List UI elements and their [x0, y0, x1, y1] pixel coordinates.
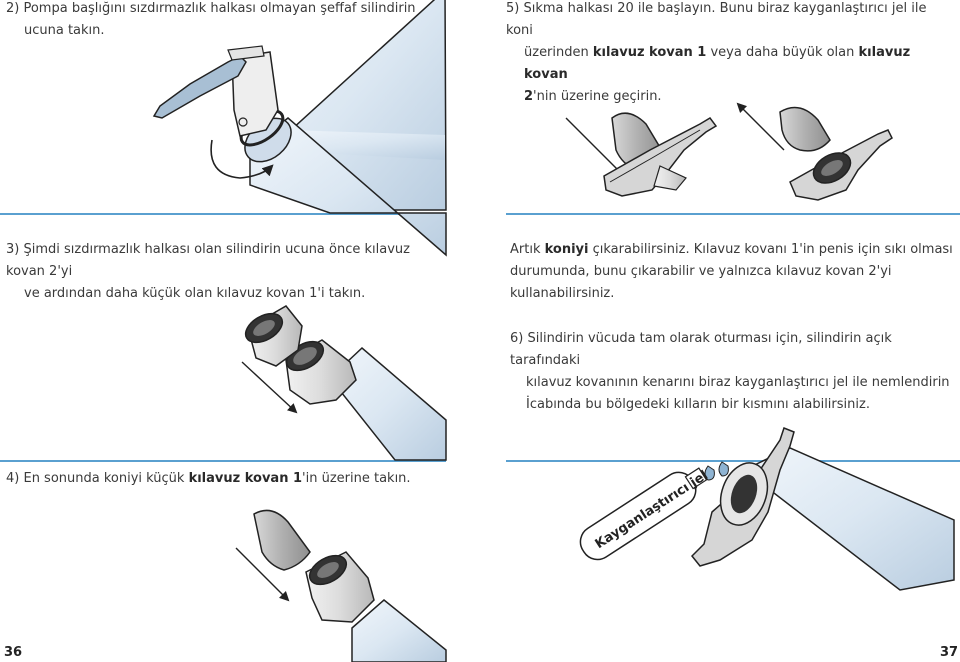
lubricant-illustration: Kayganlaştırıcı jel [579, 427, 955, 591]
remove-pre: Artık [510, 242, 545, 257]
ring-on-cone-illustration [565, 102, 893, 201]
page-number-right: 37 [940, 645, 959, 660]
step5-line3-post: 'nin üzerine geçirin. [533, 89, 662, 104]
sleeves-illustration [241, 305, 447, 461]
step3-line1: 3) Şimdi sızdırmazlık halkası olan silin… [6, 242, 410, 279]
remove-line1: Artık koniyi çıkarabilirsiniz. Kılavuz k… [510, 239, 958, 261]
cone-step4 [253, 509, 311, 571]
gel-drop-2 [718, 461, 729, 477]
step2-line2: ucuna takın. [24, 23, 105, 38]
remove-cone-text: Artık koniyi çıkarabilirsiniz. Kılavuz k… [510, 239, 958, 305]
step5-line2-bold1: kılavuz kovan 1 [592, 45, 707, 60]
insert-arrow-step4 [235, 547, 290, 602]
step5-text: 5) Sıkma halkası 20 ile başlayın. Bunu b… [506, 0, 956, 108]
step5-line2: üzerinden kılavuz kovan 1 veya daha büyü… [506, 42, 956, 86]
cylinder-body-step4 [351, 599, 447, 662]
step6-line1: 6) Silindirin vücuda tam olarak oturması… [510, 331, 892, 368]
cylinder-body-step3 [328, 346, 447, 461]
step5-line3: 2'nin üzerine geçirin. [506, 86, 956, 108]
page-number-left: 36 [4, 645, 23, 660]
insert-arrow-step3 [241, 361, 298, 414]
step4-post: 'in üzerine takın. [302, 471, 411, 486]
step4-text: 4) En sonunda koniyi küçük kılavuz kovan… [6, 468, 446, 490]
divider-right-2 [506, 460, 960, 462]
arrow-up-left [736, 102, 785, 151]
divider-right-1 [506, 213, 960, 215]
divider-left-1 [0, 213, 446, 215]
cone-step5-right [779, 106, 831, 152]
step6-line3: İcabında bu bölgedeki kılların bir kısmı… [526, 397, 870, 412]
remove-bold: koniyi [544, 242, 589, 257]
cone-illustration [235, 509, 447, 662]
step2-line1: 2) Pompa başlığını sızdırmazlık halkası … [6, 1, 416, 16]
pump-head-body [231, 51, 279, 137]
gel-drop-1 [704, 465, 715, 481]
remove-line2: durumunda, bunu çıkarabilir ve yalnızca … [510, 264, 892, 301]
step5-line3-bold: 2 [524, 89, 534, 104]
step2-text: 2) Pompa başlığını sızdırmazlık halkası … [6, 0, 446, 42]
gel-tube-tip [684, 467, 708, 490]
gel-tube-label: Kayganlaştırıcı jel [593, 468, 711, 552]
step3-line2: ve ardından daha küçük olan kılavuz kova… [24, 286, 366, 301]
step5-line2-bold2: kılavuz kovan [524, 45, 911, 82]
step5-line2-mid: veya daha büyük olan [706, 45, 859, 60]
pump-head-illustration [152, 0, 447, 257]
step6-line2: kılavuz kovanının kenarını biraz kayganl… [526, 375, 950, 390]
step6-text: 6) Silindirin vücuda tam olarak oturması… [510, 328, 958, 416]
rotate-arrow [210, 139, 274, 179]
step5-line2-pre: üzerinden [524, 45, 593, 60]
divider-left-2 [0, 460, 446, 462]
step4-pre: 4) En sonunda koniyi küçük [6, 471, 189, 486]
remove-post: çıkarabilirsiniz. Kılavuz kovanı 1'in pe… [588, 242, 953, 257]
step5-line1: 5) Sıkma halkası 20 ile başlayın. Bunu b… [506, 1, 927, 38]
cylinder-body [249, 117, 447, 257]
step4-bold: kılavuz kovan 1 [188, 471, 303, 486]
pump-handle [152, 55, 247, 119]
step3-text: 3) Şimdi sızdırmazlık halkası olan silin… [6, 239, 451, 305]
